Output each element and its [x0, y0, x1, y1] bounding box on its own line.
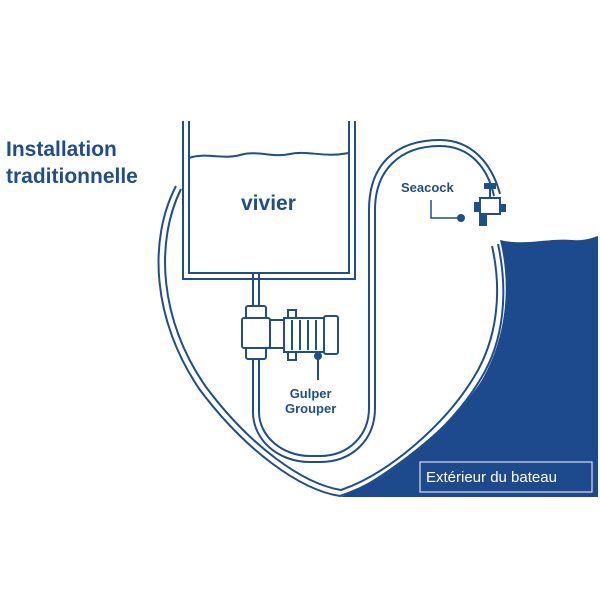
title-line-2: traditionnelle [6, 165, 138, 188]
diagram-title: Installation traditionnelle [6, 136, 138, 190]
hull-label-box [419, 461, 593, 493]
outside-label: Extérieur du bateau [426, 469, 557, 486]
fish-tank [182, 121, 356, 280]
tank-label: vivier [241, 192, 296, 215]
pump-label-line-1: Gulper [289, 386, 332, 401]
seacock-label: Seacock [401, 180, 454, 195]
seacock-valve-icon [474, 183, 506, 226]
hose [252, 138, 501, 463]
hull-outline [157, 185, 505, 498]
seacock-pointer [430, 200, 465, 222]
tank-water-surface [188, 151, 350, 159]
title-line-1: Installation [6, 138, 117, 161]
pump-pointer [314, 352, 322, 380]
pump-label: Gulper Grouper [285, 386, 336, 416]
pump-label-line-2: Grouper [285, 401, 337, 416]
outside-water [341, 236, 598, 497]
pump-icon [241, 305, 339, 361]
